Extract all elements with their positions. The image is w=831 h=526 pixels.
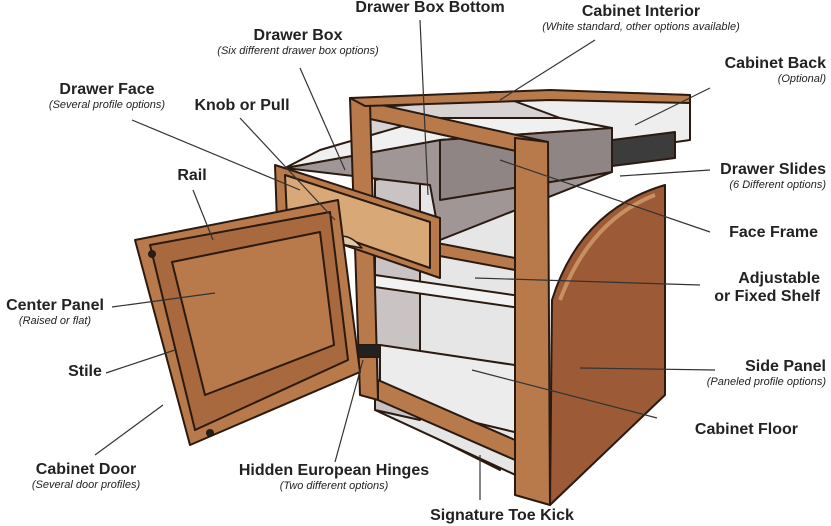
- label-subtitle: (Six different drawer box options): [217, 45, 379, 58]
- label-stile: Stile: [68, 363, 102, 381]
- label-drawer-slides: Drawer Slides (6 Different options): [720, 161, 826, 192]
- label-subtitle: (Optional): [777, 73, 826, 86]
- label-subtitle: (Several profile options): [48, 99, 166, 112]
- label-face-frame: Face Frame: [729, 224, 818, 242]
- label-drawer-box: Drawer Box (Six different drawer box opt…: [217, 27, 378, 58]
- label-drawer-box-bottom: Drawer Box Bottom: [355, 0, 504, 17]
- label-subtitle: (White standard, other options available…: [542, 21, 740, 34]
- leader-lines: [94, 19, 716, 500]
- label-title: Adjustable: [738, 270, 820, 287]
- label-title: Drawer Face: [59, 81, 155, 98]
- label-title: Drawer Slides: [720, 161, 826, 178]
- label-cabinet-door: Cabinet Door (Several door profiles): [32, 461, 140, 492]
- label-title: Hidden European Hinges: [238, 462, 430, 479]
- label-toe-kick: Signature Toe Kick: [430, 507, 574, 525]
- label-title: Face Frame: [729, 224, 818, 241]
- label-title: Cabinet Interior: [581, 3, 701, 20]
- label-cabinet-floor: Cabinet Floor: [695, 421, 798, 439]
- hidden-hinge: [357, 344, 381, 358]
- label-title: Cabinet Door: [35, 461, 137, 478]
- label-drawer-face: Drawer Face (Several profile options): [49, 81, 165, 112]
- label-title: Drawer Box Bottom: [355, 0, 505, 16]
- label-title: Knob or Pull: [194, 97, 290, 114]
- label-subtitle: (Raised or flat): [18, 315, 92, 328]
- label-subtitle: (6 Different options): [729, 179, 826, 192]
- label-side-panel: Side Panel (Paneled profile options): [707, 358, 826, 389]
- label-subtitle: (Several door profiles): [31, 479, 141, 492]
- label-adjustable-shelf: Adjustable or Fixed Shelf: [714, 270, 820, 307]
- label-subtitle: (Paneled profile options): [706, 376, 826, 389]
- label-title-line2: or Fixed Shelf: [714, 288, 820, 306]
- label-title: Rail: [177, 167, 207, 184]
- side-panel: [549, 184, 666, 506]
- label-cabinet-back: Cabinet Back (Optional): [725, 55, 826, 86]
- label-title: Center Panel: [6, 297, 104, 314]
- drawer-slides: [611, 131, 676, 167]
- label-subtitle: (Two different options): [279, 480, 389, 493]
- label-hidden-hinges: Hidden European Hinges (Two different op…: [239, 462, 429, 493]
- label-title: Stile: [68, 363, 102, 380]
- face-frame-right-stile: [514, 137, 551, 506]
- label-cabinet-interior: Cabinet Interior (White standard, other …: [542, 3, 740, 34]
- label-title: Signature Toe Kick: [430, 507, 574, 524]
- label-center-panel: Center Panel (Raised or flat): [6, 297, 104, 328]
- label-title: Side Panel: [745, 358, 826, 375]
- label-title: Cabinet Floor: [694, 421, 798, 438]
- label-rail: Rail: [177, 167, 206, 185]
- label-title: Drawer Box: [253, 27, 343, 44]
- label-title: Cabinet Back: [724, 55, 826, 72]
- label-knob-or-pull: Knob or Pull: [194, 97, 289, 115]
- center-panel: [171, 231, 335, 396]
